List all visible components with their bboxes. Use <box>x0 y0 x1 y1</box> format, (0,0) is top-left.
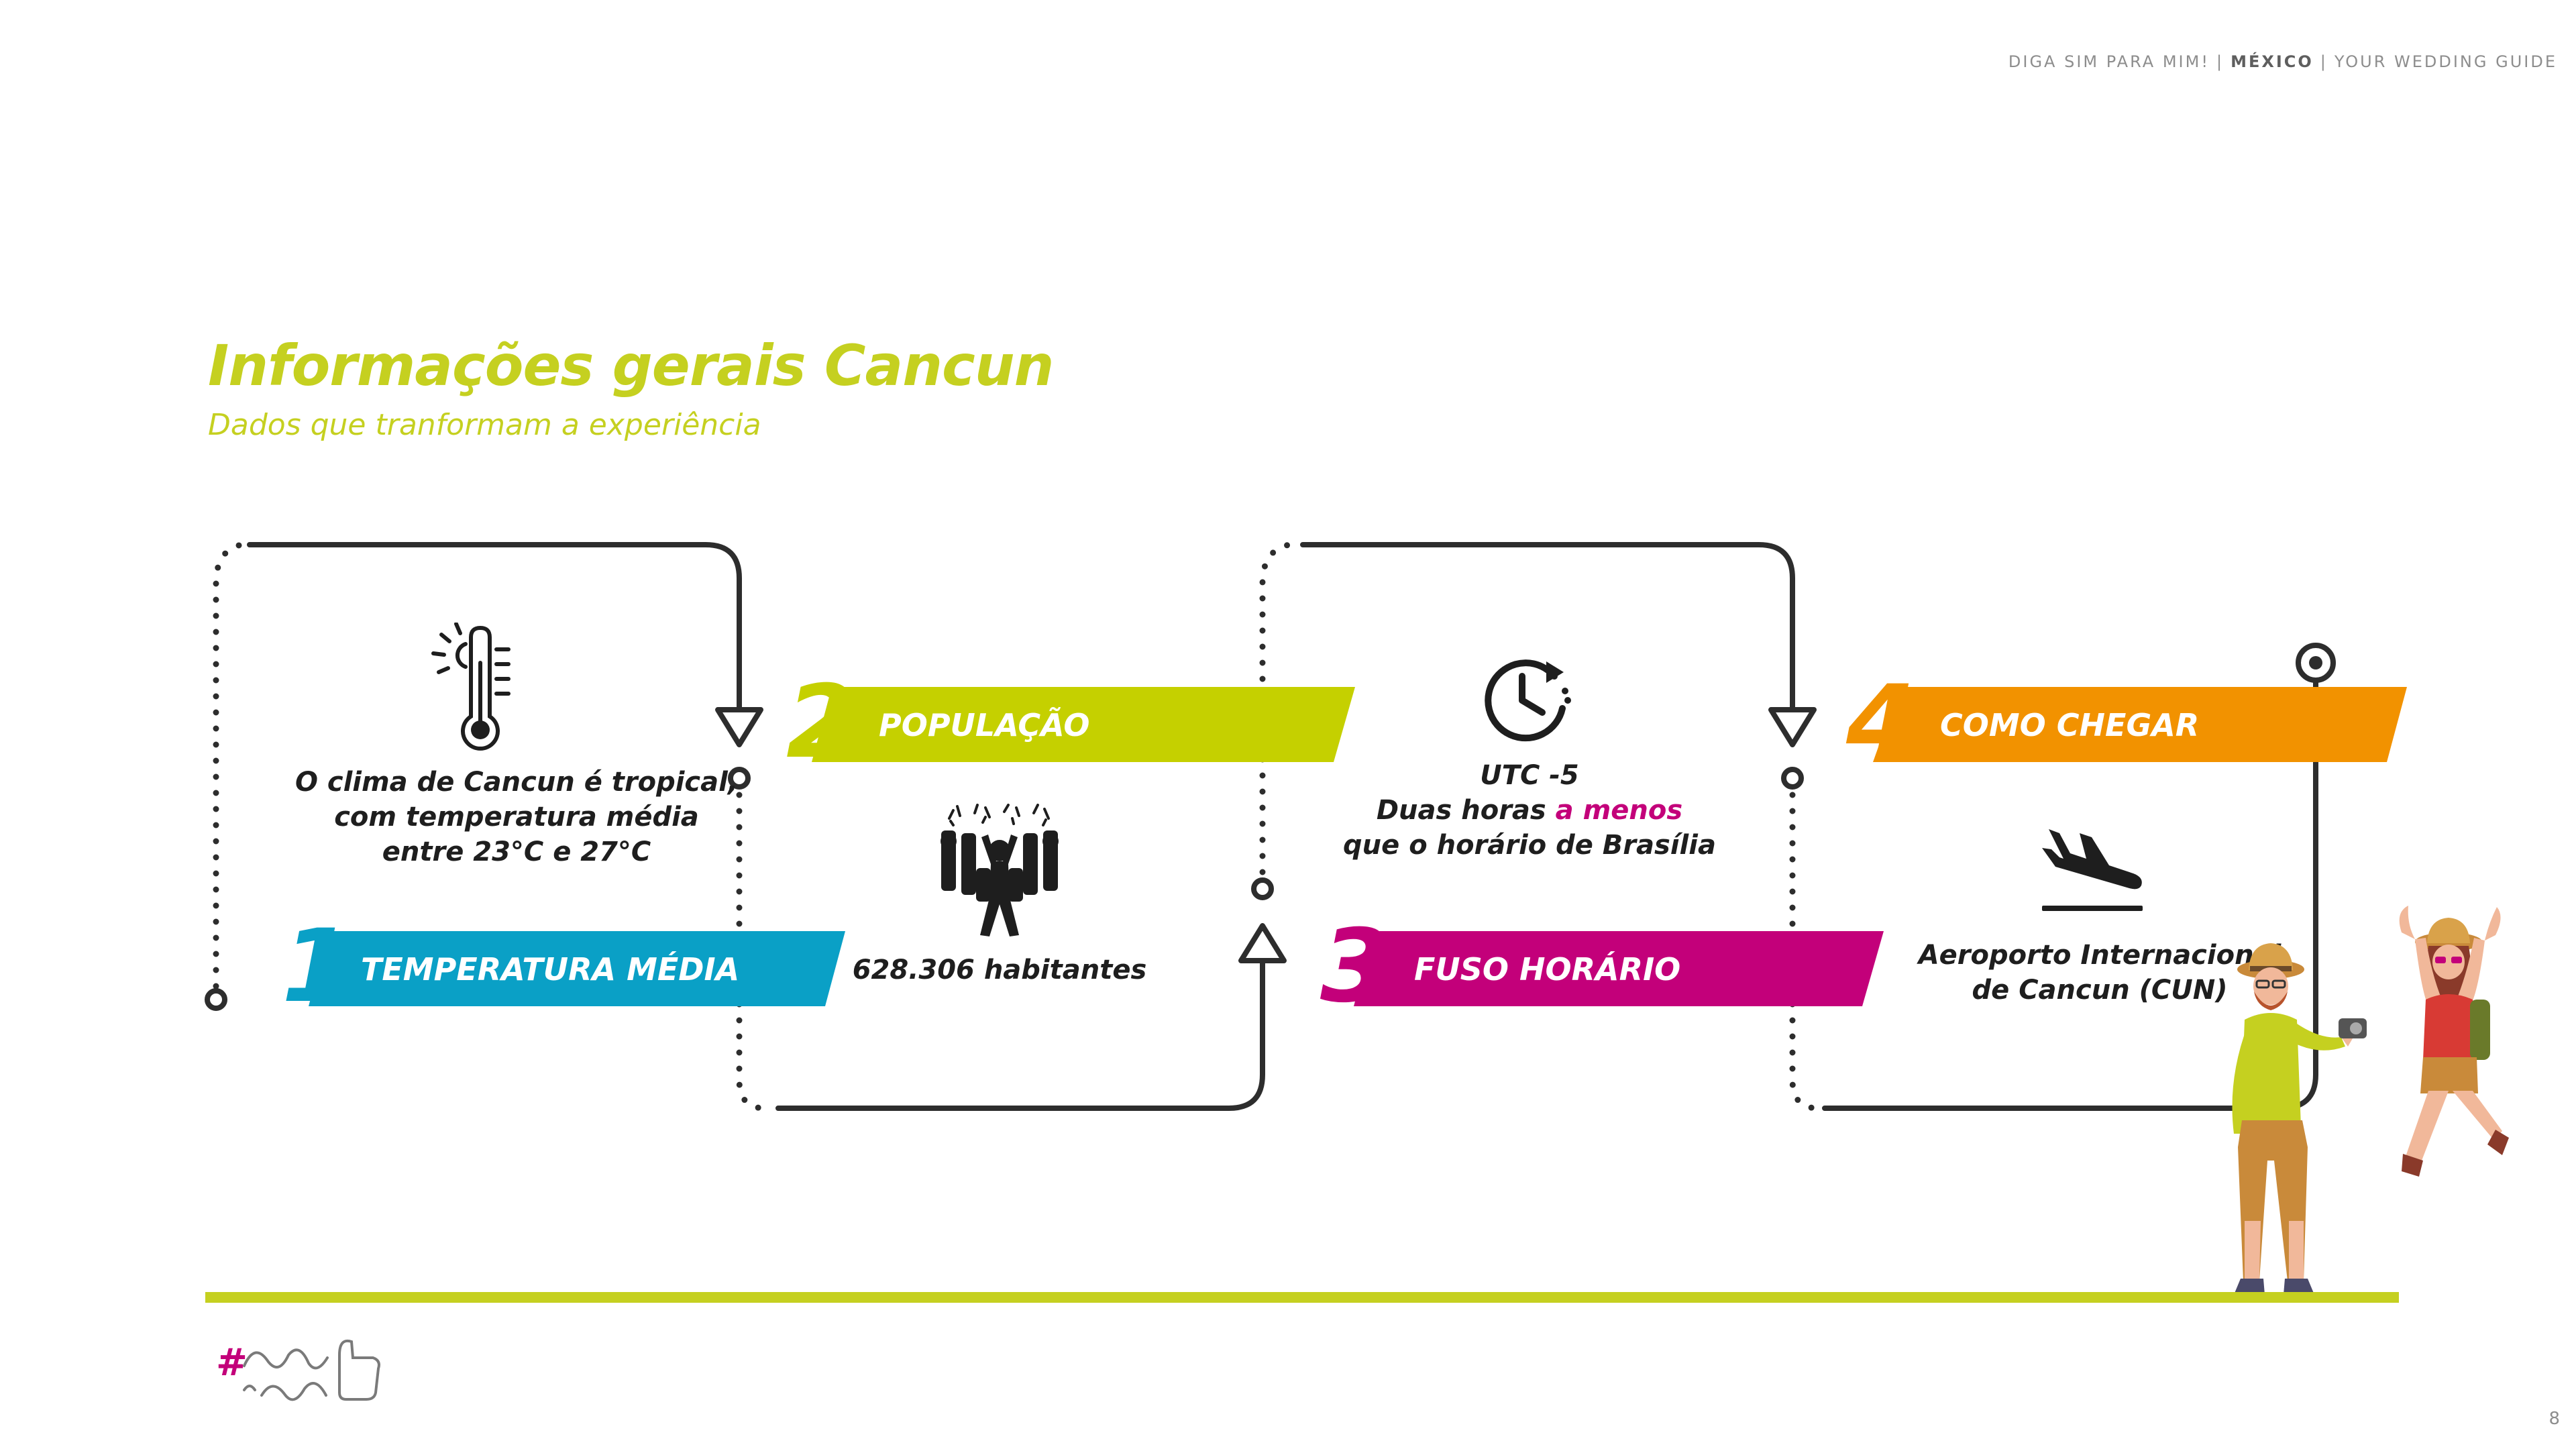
footer-divider <box>205 1292 2399 1303</box>
thermometer-icon <box>431 623 511 751</box>
step-3-label: FUSO HORÁRIO <box>1414 951 1681 987</box>
step-3-text: UTC -5 Duas horas a menos que o horário … <box>1335 758 1724 863</box>
header-part-3: YOUR WEDDING GUIDE <box>2334 52 2557 71</box>
page-number: 8 <box>2548 1409 2560 1429</box>
step-1-line: O clima de Cancun é tropical, <box>294 767 739 798</box>
header-separator: | <box>2216 52 2224 71</box>
step-2-text: 628.306 habitantes <box>812 953 1187 987</box>
step-4-label: COMO CHEGAR <box>1940 707 2200 743</box>
header-breadcrumb: DIGA SIM PARA MIM! | MÉXICO | YOUR WEDDING G… <box>2008 52 2557 71</box>
step-4-number: 4 <box>1846 664 1917 781</box>
svg-text:#: # <box>216 1341 248 1385</box>
step-2-banner: 2 POPULAÇÃO <box>785 672 1355 773</box>
step-2-line: 628.306 habitantes <box>852 955 1147 985</box>
step-1-banner: 1 TEMPERATURA MÉDIA <box>282 916 845 1017</box>
clock-icon <box>1485 659 1571 742</box>
step-1-line: com temperatura média <box>334 802 699 833</box>
step-4-line: Aeroporto Internacional <box>1918 940 2282 971</box>
page-subtitle: Dados que tranformam a experiência <box>208 408 761 442</box>
step-1-number: 1 <box>282 908 352 1025</box>
step-2-number: 2 <box>786 664 857 781</box>
step-3-line-3: que o horário de Brasília <box>1343 830 1716 861</box>
step-2-label: POPULAÇÃO <box>879 707 1090 743</box>
header-separator: | <box>2320 52 2328 71</box>
header-part-1: DIGA SIM PARA MIM! <box>2008 52 2210 71</box>
step-4-banner: 4 COMO CHEGAR <box>1846 672 2407 773</box>
airplane-landing-icon <box>2042 829 2143 911</box>
step-3-number: 3 <box>1320 908 1391 1025</box>
step-1-text: O clima de Cancun é tropical, com temper… <box>255 765 778 869</box>
crowd-icon <box>941 804 1059 936</box>
step-3-line-2: Duas horas a menos <box>1335 793 1724 828</box>
step-3-highlight: a menos <box>1555 795 1683 826</box>
step-4-text: Aeroporto Internacional de Cancun (CUN) <box>1878 938 2321 1008</box>
page-title: Informações gerais Cancun <box>208 333 1054 398</box>
step-1-line: entre 23°C e 27°C <box>382 837 651 867</box>
step-4-line: de Cancun (CUN) <box>1972 975 2228 1006</box>
header-part-2: MÉXICO <box>2231 52 2314 71</box>
step-3-line-1: UTC -5 <box>1480 760 1579 791</box>
step-3-banner: 3 FUSO HORÁRIO <box>1320 916 1884 1017</box>
brand-logo: # <box>216 1340 380 1401</box>
step-3-line-2-pre: Duas horas <box>1376 795 1556 826</box>
step-1-label: TEMPERATURA MÉDIA <box>361 951 740 987</box>
travelers-illustration <box>2232 906 2509 1295</box>
